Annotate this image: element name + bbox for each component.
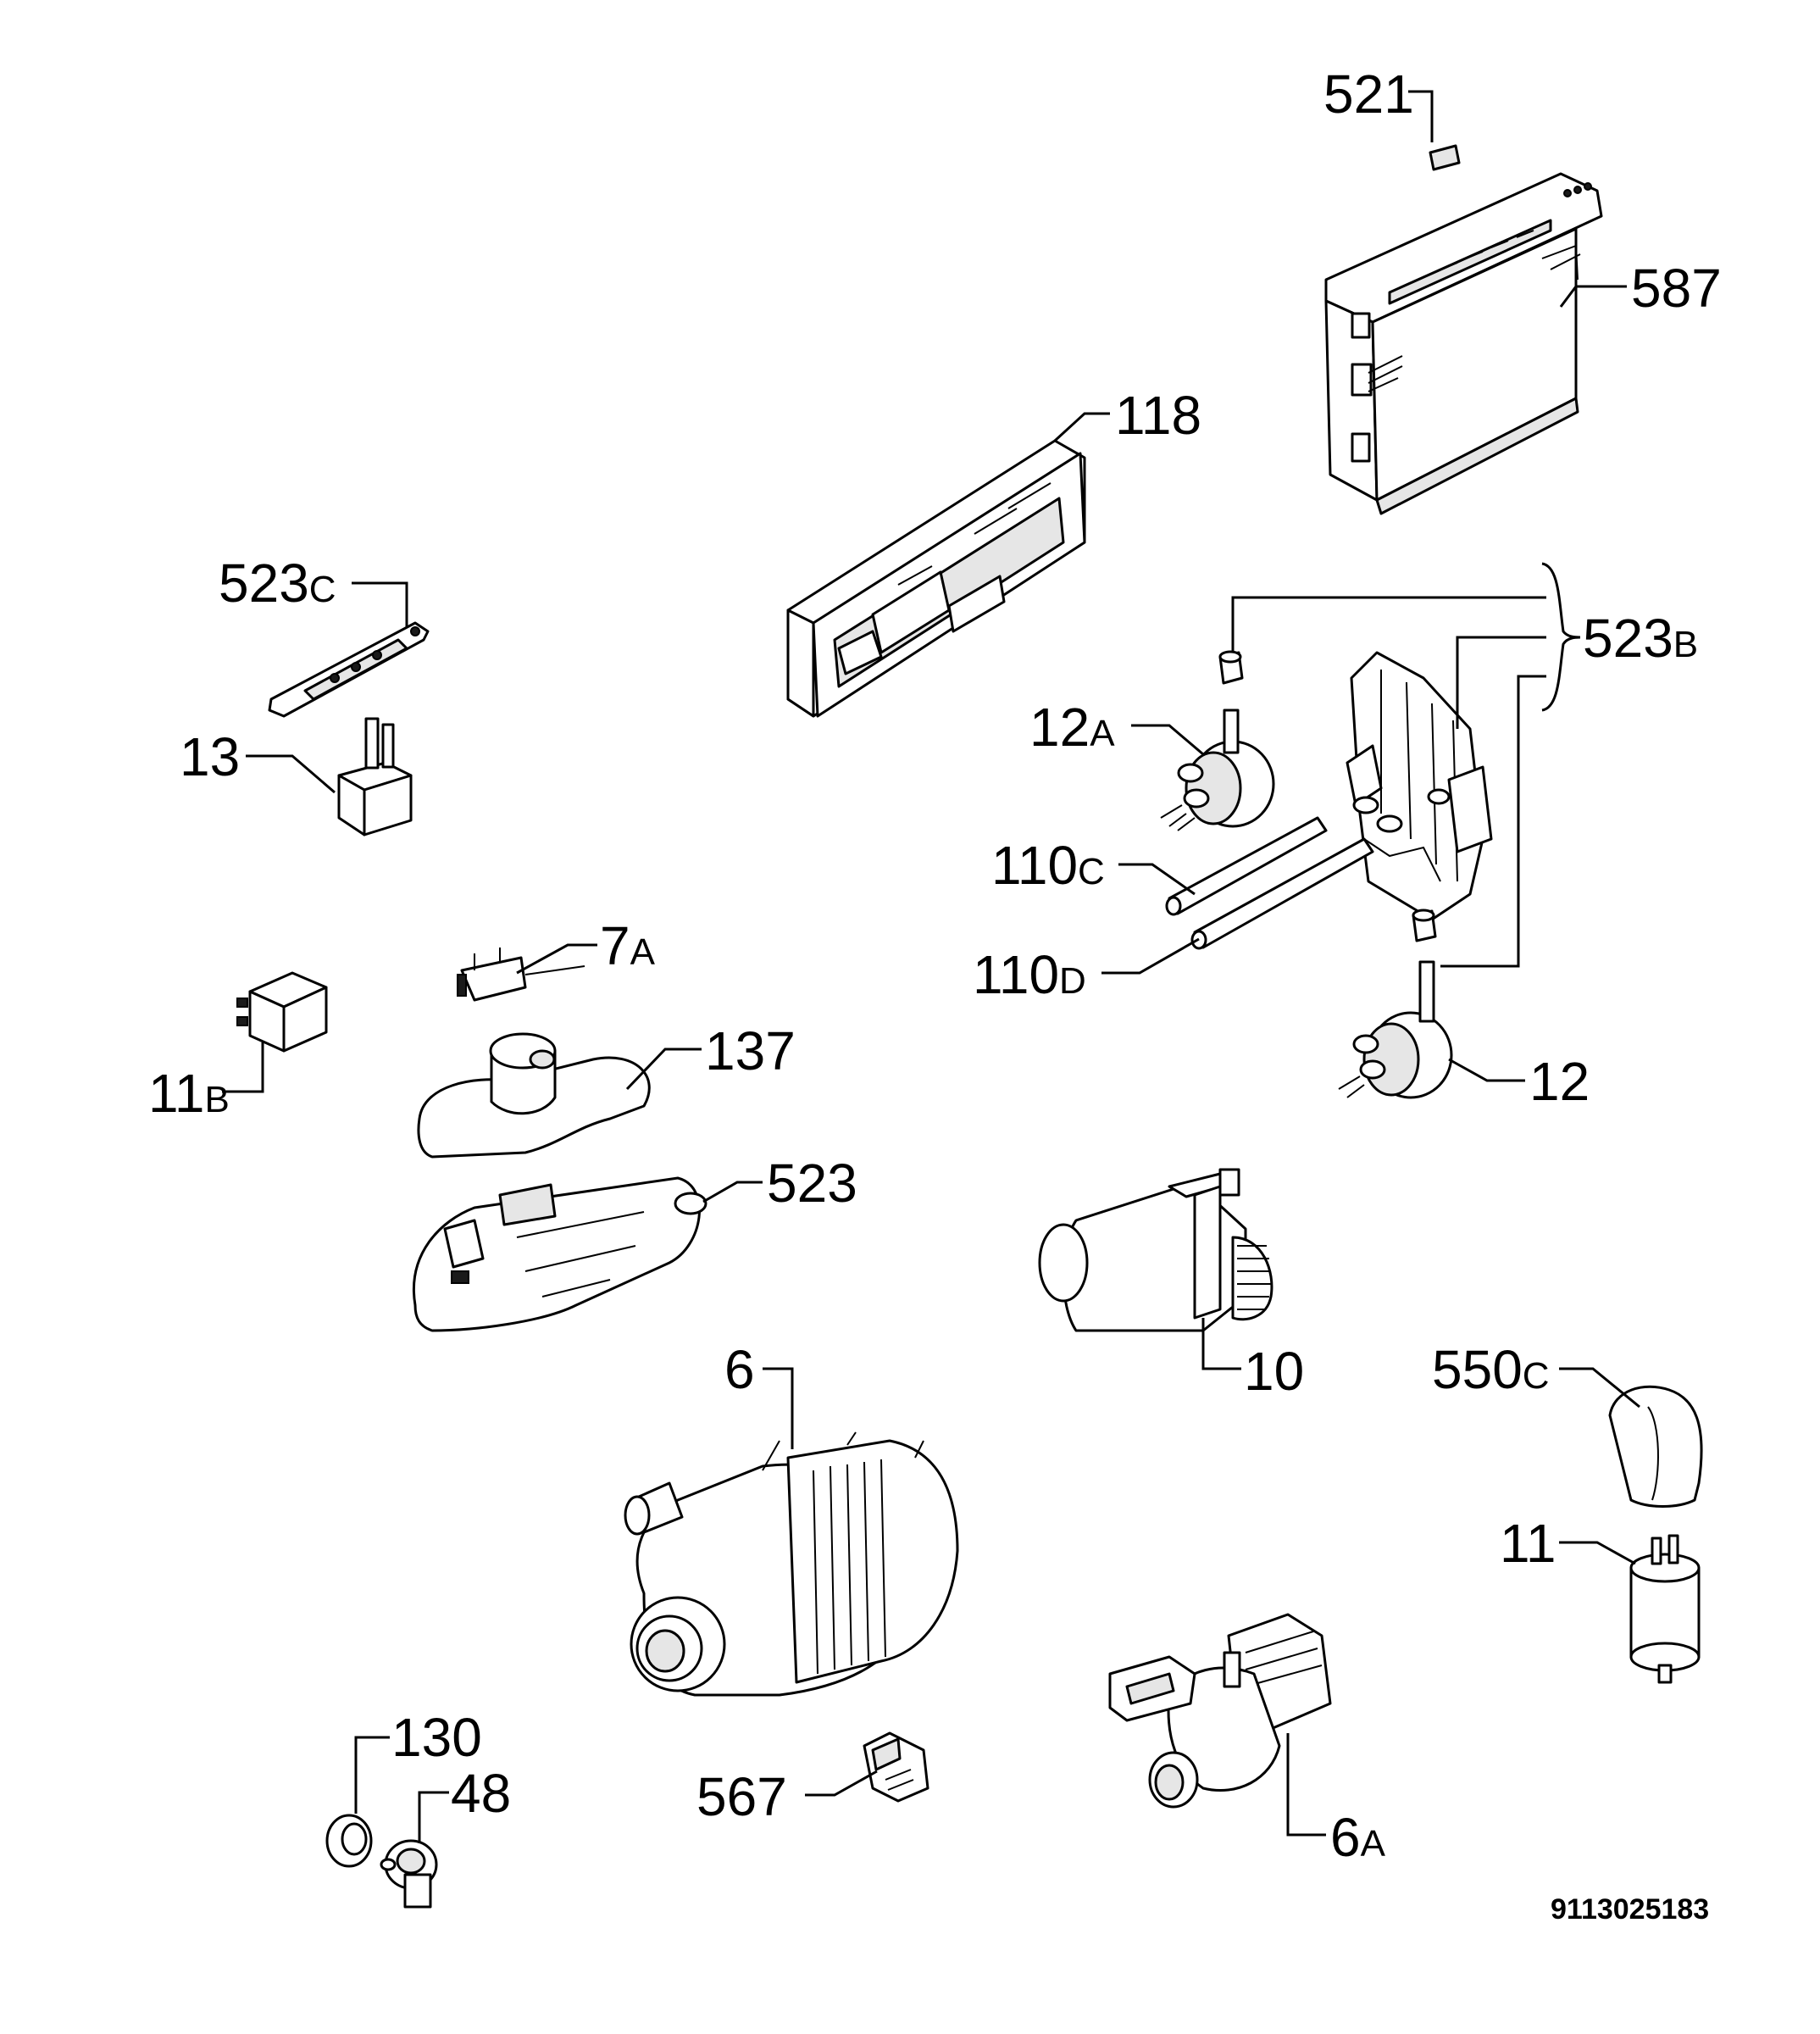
callout-521: 521 <box>1323 64 1414 125</box>
callout-118: 118 <box>1115 385 1201 446</box>
callout-523b: 523B <box>1583 608 1698 669</box>
callout-11: 11 <box>1500 1513 1556 1574</box>
document-number: 9113025183 <box>1551 1893 1709 1926</box>
part-550c-drawing <box>1608 1385 1703 1508</box>
callout-12: 12 <box>1529 1051 1590 1112</box>
part-587-drawing <box>1324 172 1603 515</box>
part-567-drawing <box>863 1731 929 1803</box>
callout-labels: 521 587 118 523C 13 523B 12A 110C 110D 1… <box>148 64 1722 1868</box>
callout-13: 13 <box>180 726 240 787</box>
callout-6a: 6A <box>1330 1807 1386 1868</box>
part-13-drawing <box>337 717 413 836</box>
callout-137: 137 <box>705 1020 796 1081</box>
callout-10: 10 <box>1244 1341 1304 1402</box>
part-6a-drawing <box>1108 1613 1332 1809</box>
part-118-drawing <box>786 439 1086 718</box>
callout-110c: 110C <box>991 835 1105 896</box>
callout-11b: 11B <box>148 1063 230 1124</box>
callout-550c: 550C <box>1432 1339 1550 1400</box>
part-110c-drawing <box>1165 816 1328 916</box>
part-11b-drawing <box>236 971 328 1053</box>
callout-110d: 110D <box>973 944 1086 1005</box>
part-523b-nipples-drawing <box>1218 650 1437 942</box>
callout-567: 567 <box>696 1766 787 1827</box>
part-523c-drawing <box>268 621 430 718</box>
part-48-drawing <box>380 1839 438 1909</box>
part-6-drawing <box>624 1431 959 1697</box>
part-523-drawing <box>413 1176 707 1332</box>
callout-48: 48 <box>451 1763 511 1824</box>
part-110d-drawing <box>1190 837 1374 950</box>
callout-12a: 12A <box>1029 697 1115 758</box>
callout-523: 523 <box>767 1153 857 1214</box>
callout-7a: 7A <box>600 915 656 976</box>
part-10-drawing <box>1038 1168 1273 1332</box>
part-523b-drawing <box>1346 651 1493 921</box>
callout-6: 6 <box>724 1339 755 1400</box>
part-521-drawing <box>1429 144 1461 171</box>
callout-523c: 523C <box>219 553 336 614</box>
part-130-drawing <box>325 1814 373 1868</box>
part-137-drawing <box>417 1032 651 1159</box>
callout-130: 130 <box>391 1707 482 1768</box>
part-11-drawing <box>1629 1534 1701 1684</box>
part-7a-drawing <box>457 948 585 1002</box>
callout-587: 587 <box>1631 258 1722 319</box>
leader-lines <box>222 90 1640 1843</box>
part-12-drawing <box>1338 960 1453 1099</box>
part-12a-drawing <box>1160 709 1275 831</box>
